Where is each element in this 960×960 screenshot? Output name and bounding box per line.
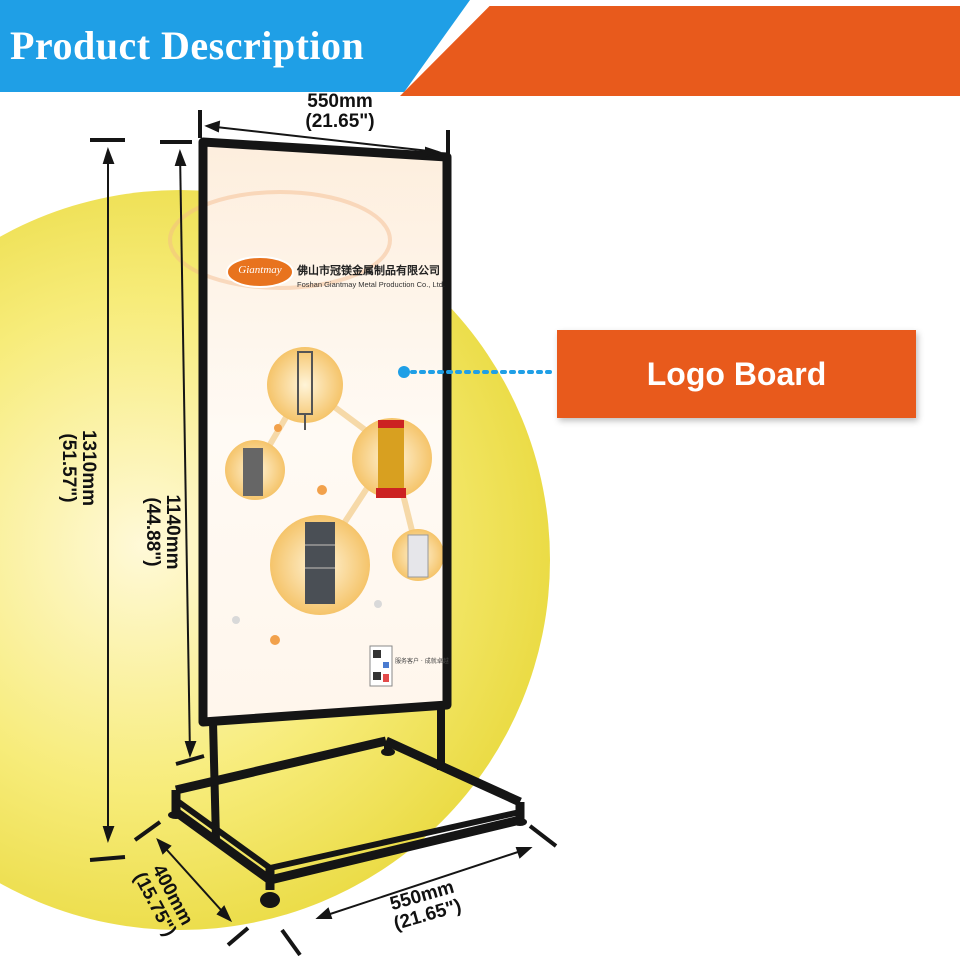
- dim-top-width-inch: (21.65"): [305, 111, 375, 132]
- dim-top-width-mm: 550mm: [307, 91, 373, 112]
- logo-board-callout: Logo Board: [557, 330, 916, 418]
- stand-frame: [171, 137, 525, 890]
- poster-company-en: Foshan Giantmay Metal Production Co., Lt…: [297, 280, 445, 289]
- dim-board-height: 1140mm (44.88"): [142, 472, 183, 592]
- callout-label: Logo Board: [646, 355, 827, 392]
- dim-total-height-inch: (51.57"): [58, 433, 79, 503]
- poster-slogan: 服务客户 · 成就卓越: [395, 658, 449, 665]
- dim-total-height-mm: 1310mm: [78, 429, 99, 507]
- dim-total-height: 1310mm (51.57"): [58, 408, 99, 528]
- header-banner-orange: [400, 6, 960, 96]
- page-title: Product Description: [10, 23, 365, 68]
- header-banner-blue: [0, 0, 470, 92]
- dim-top-width: 550mm (21.65"): [290, 92, 390, 132]
- callout-connector: [398, 366, 556, 378]
- dim-board-height-inch: (44.88"): [142, 497, 163, 567]
- stand-feet: [168, 748, 527, 908]
- dimension-lines: [89, 110, 558, 957]
- logo-board-poster: [168, 142, 447, 722]
- poster-company-cn: 佛山市冠镁金属制品有限公司: [297, 264, 440, 277]
- dim-board-height-mm: 1140mm: [162, 494, 183, 570]
- poster-logo-text: Giantmay: [238, 264, 282, 276]
